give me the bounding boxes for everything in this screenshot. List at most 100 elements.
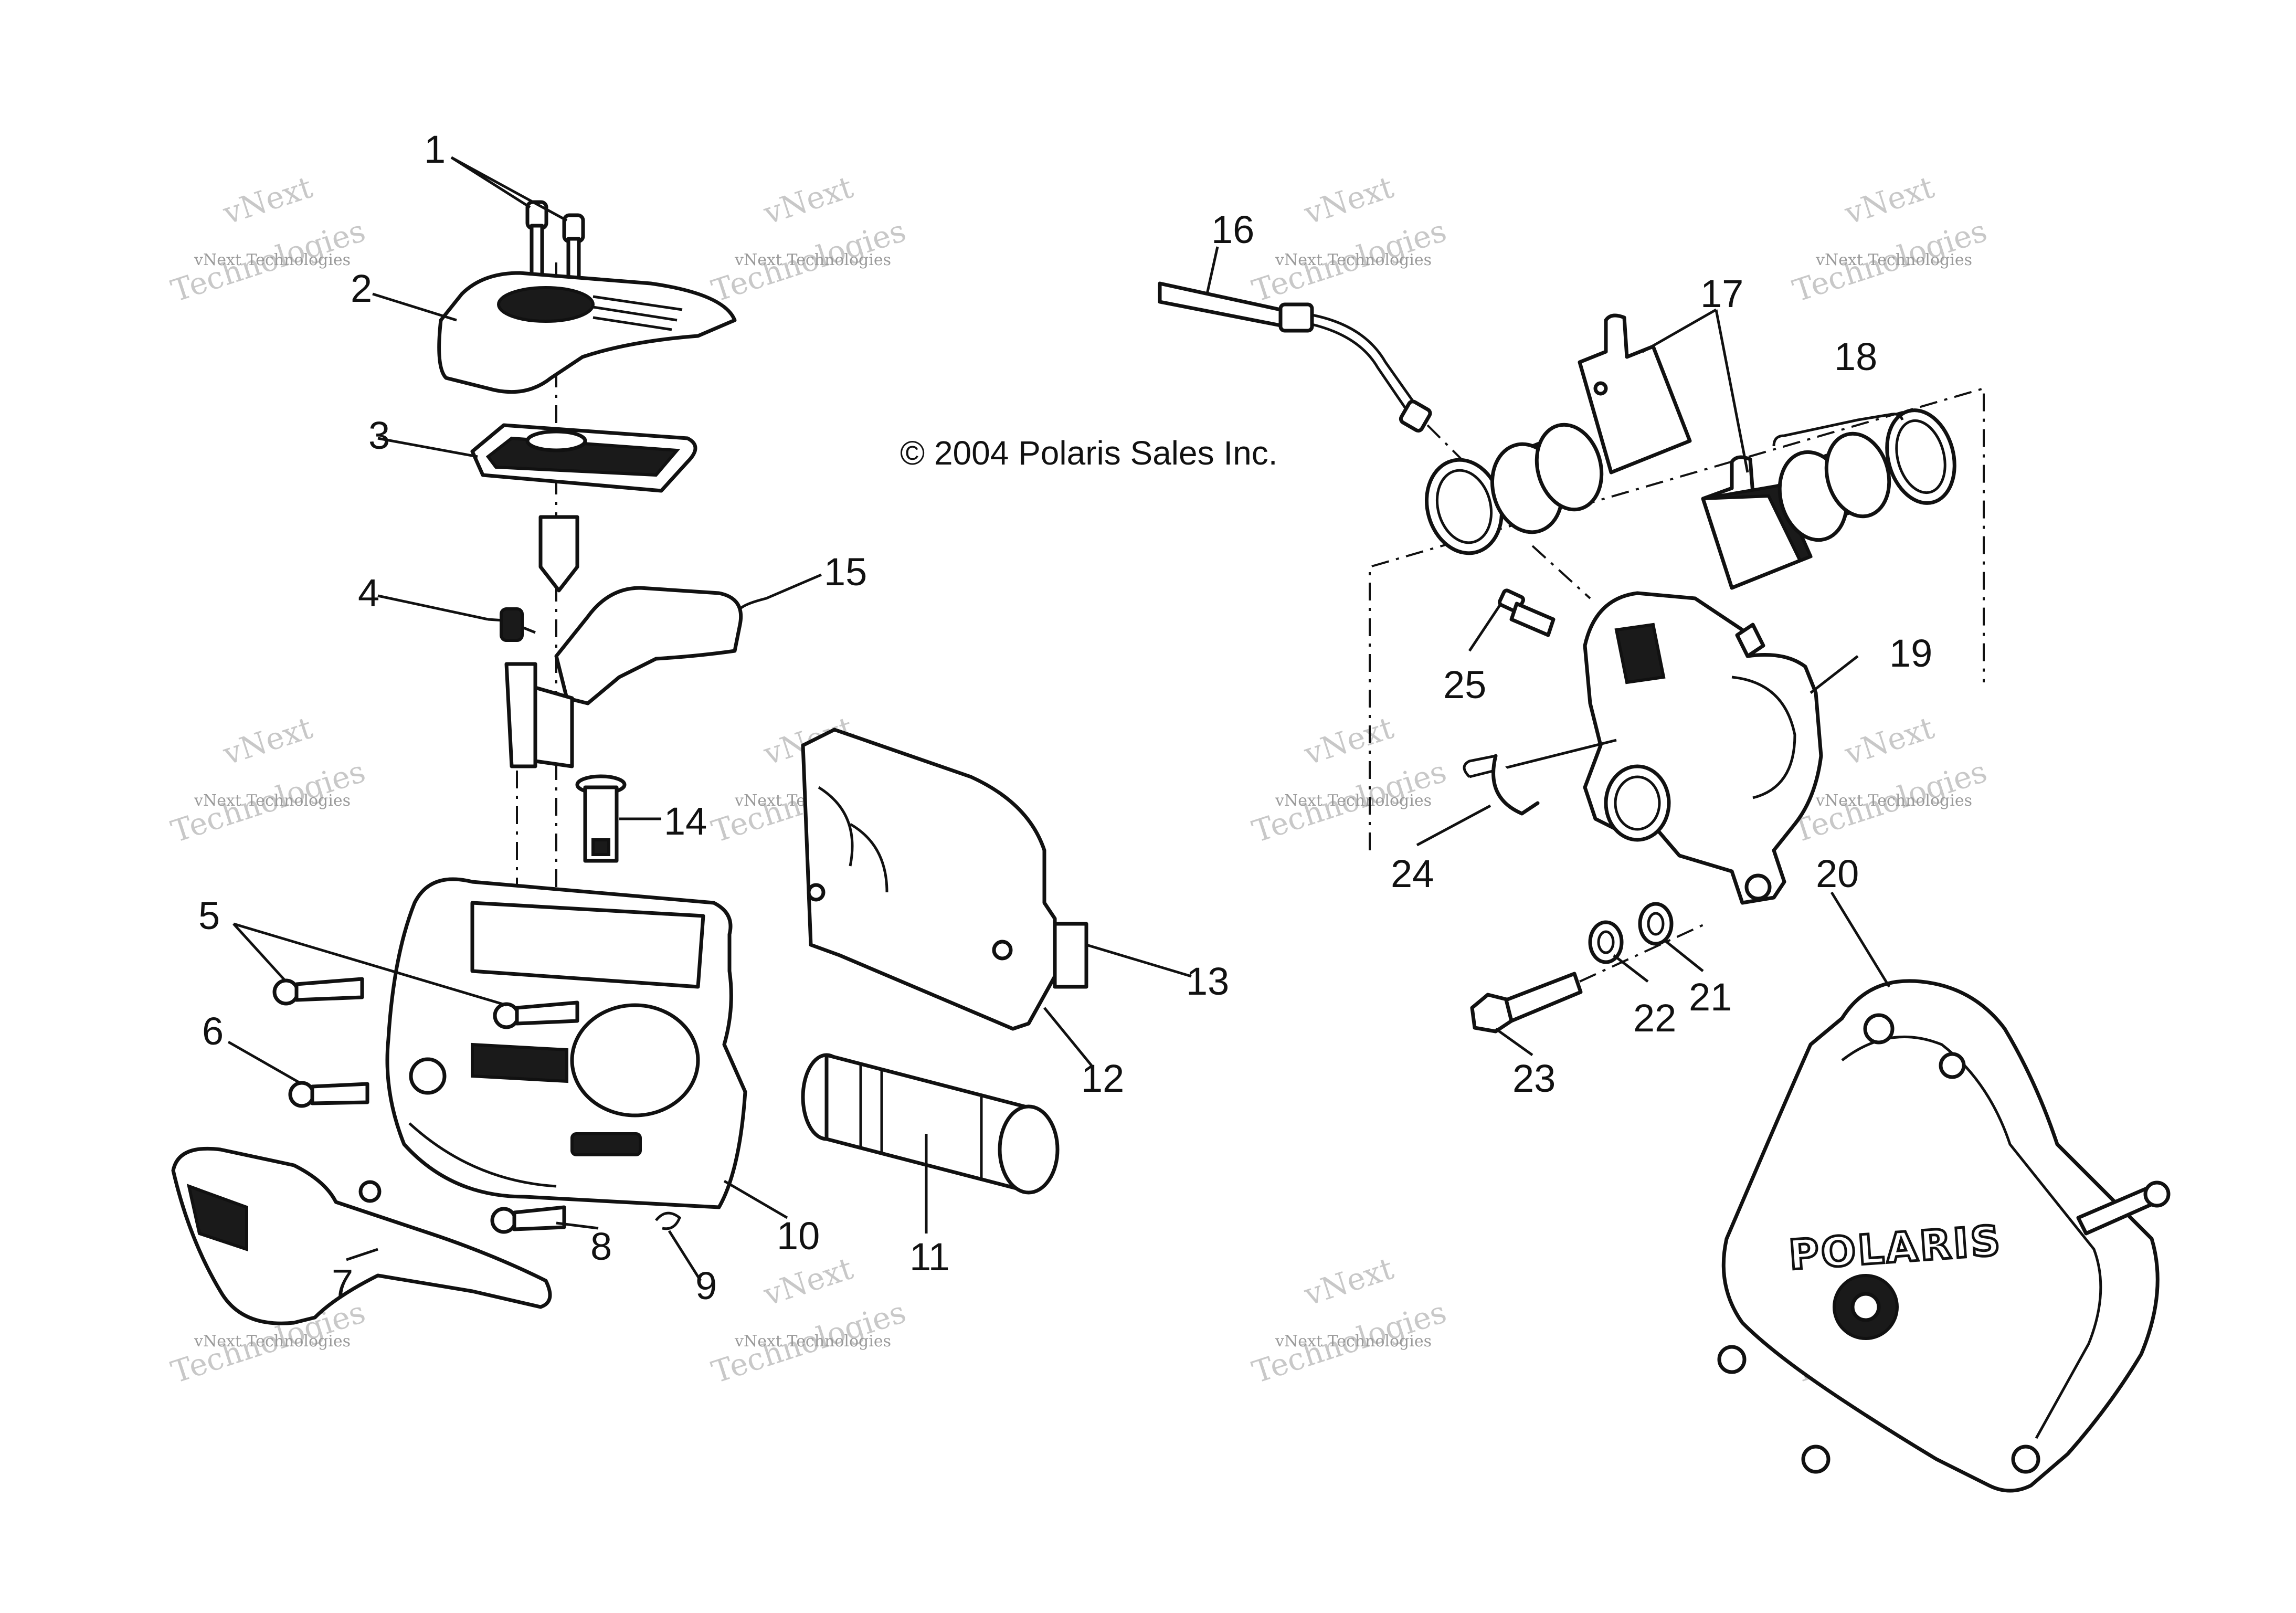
watermark: vNext Technologies vNext Technologies: [1248, 1250, 1451, 1390]
callout-7: 7: [332, 1261, 353, 1305]
part-3-diaphragm: [470, 423, 697, 493]
callout-10: 10: [777, 1214, 820, 1258]
leader-line: [377, 594, 489, 621]
watermark-brand: vNext: [1840, 710, 1938, 772]
part-11-hand-grip: [801, 1053, 1060, 1195]
part-8-screw: [490, 1205, 566, 1234]
leader-line: [346, 1248, 378, 1261]
reservoir-plunger: [538, 515, 579, 593]
lever-body: [554, 586, 743, 705]
housing-reservoir: [470, 901, 705, 989]
watermark-brand: vNext: [1840, 169, 1938, 231]
leader-line: [233, 922, 507, 1007]
leader-line: [1043, 1007, 1093, 1067]
callout-20: 20: [1816, 852, 1859, 895]
brake-pad: [1578, 313, 1692, 475]
part-6-screw: [288, 1081, 369, 1108]
callout-9: 9: [695, 1264, 717, 1308]
callout-22: 22: [1633, 996, 1676, 1040]
leader-line: [450, 156, 568, 222]
watermark-text: vNext Technologies: [194, 251, 351, 269]
piston-seal-inner: [1435, 469, 1493, 544]
screw-head: [490, 1207, 517, 1234]
watermark: vNext Technologies vNext Technologies: [167, 710, 369, 849]
case-hole: [1939, 1052, 1966, 1079]
pad-hole: [1593, 381, 1608, 396]
hose-fitting: [1278, 302, 1314, 333]
lever-pivot: [504, 662, 537, 768]
watermark: vNext Technologies vNext Technologies: [1248, 710, 1451, 849]
watermark-text: vNext Technologies: [1275, 1332, 1432, 1351]
watermark-brand: vNext: [1299, 710, 1398, 772]
leader-line: [556, 1221, 599, 1230]
leader-line: [1205, 246, 1219, 294]
leader-line: [739, 573, 822, 610]
callout-15: 15: [824, 550, 867, 594]
housing-tab: [1053, 922, 1088, 989]
watermark-text: vNext Technologies: [1815, 251, 1972, 269]
part-20-gear-case-cover: POLARIS: [1717, 979, 2171, 1493]
leader-line: [227, 1040, 303, 1085]
housing-hole: [992, 940, 1013, 961]
pin-hook: [1463, 754, 1496, 778]
spring-arm: [522, 626, 536, 634]
master-cylinder-assembly: [171, 200, 1088, 1325]
part-16-brake-line: [1158, 281, 1432, 433]
callout-3: 3: [368, 414, 390, 457]
callout-21: 21: [1689, 975, 1732, 1019]
screw-shank: [310, 1082, 369, 1105]
screw-shank: [294, 977, 364, 1002]
leader-line: [377, 437, 478, 458]
caliper-ear: [1735, 623, 1765, 658]
housing-tab: [570, 1132, 642, 1156]
callout-19: 19: [1889, 631, 1932, 675]
part-12-13-switch-housing: [801, 728, 1088, 1031]
piston: [1490, 423, 1604, 534]
screw-head: [493, 1002, 520, 1029]
case-hole: [2011, 1445, 2040, 1474]
piston-end: [1824, 431, 1891, 519]
grip-ribs: [859, 1066, 983, 1181]
screw-head: [272, 978, 300, 1006]
leader-line: [1468, 603, 1503, 652]
washer-inner: [1647, 912, 1665, 936]
caliper-edge: [1731, 676, 1796, 799]
part-15-throttle-lever: [504, 586, 743, 768]
piston-end: [1535, 423, 1604, 512]
leader-line: [1086, 943, 1192, 978]
bracket-line: [1772, 413, 1904, 447]
callout-16: 16: [1211, 208, 1254, 251]
housing-bore: [570, 1003, 700, 1117]
callout-23: 23: [1512, 1057, 1556, 1100]
banjo-nut: [1399, 399, 1432, 433]
watermark-brand: vNext: [1299, 169, 1398, 231]
assembly-axis-line: [1426, 424, 1465, 463]
watermark: vNext Technologies vNext Technologies: [707, 169, 910, 309]
case-shaft-end: [2143, 1180, 2171, 1208]
part-18-piston-seal-kit: [1772, 408, 1956, 542]
hard-line: [1311, 323, 1410, 413]
part-22-washer: [1588, 920, 1624, 964]
part-4-spring: [488, 607, 536, 642]
leader-line: [1613, 954, 1649, 983]
grip-cap: [998, 1104, 1060, 1195]
callout-14: 14: [664, 799, 707, 843]
watermark: vNext Technologies vNext Technologies: [707, 1250, 910, 1390]
part-24-retaining-pin: [1463, 739, 1617, 816]
callout-labels: 1 2 3 4 5 6 7 8 9 10 11 12 13 14 15 16 1…: [198, 128, 1932, 1308]
case-hub-center: [1850, 1292, 1881, 1322]
assembly-axis-line: [1531, 545, 1591, 599]
part-17-brake-pads: [1578, 313, 1813, 590]
part-21-washer: [1638, 902, 1674, 946]
watermark-text: vNext Technologies: [1275, 792, 1432, 810]
watermark-text: vNext Technologies: [1815, 792, 1972, 810]
callout-18: 18: [1834, 335, 1877, 378]
callout-12: 12: [1081, 1057, 1124, 1100]
watermark-brand: vNext: [759, 1250, 857, 1313]
part-10-master-cylinder-housing: [385, 877, 747, 1209]
housing-cover: [801, 728, 1057, 1031]
leader-line: [232, 923, 287, 983]
callout-2: 2: [351, 267, 372, 310]
leader-line: [1715, 309, 1749, 473]
